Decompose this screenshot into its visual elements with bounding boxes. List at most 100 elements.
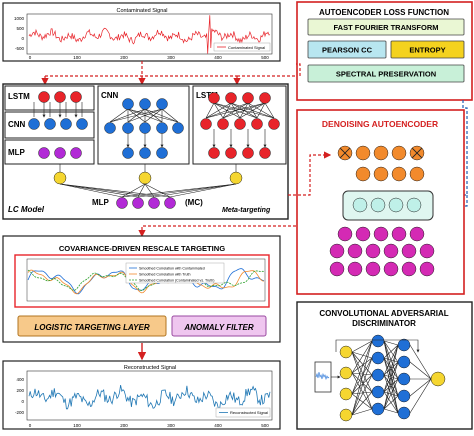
contaminated-signal-line <box>28 15 271 54</box>
x-tick: 200 <box>120 55 128 60</box>
decoder-node <box>419 243 435 259</box>
denoising-autoencoder-title: DENOISING AUTOENCODER <box>322 119 438 129</box>
legend-label: Contaminated Signal <box>228 45 265 50</box>
cnn-node <box>156 122 168 134</box>
mlp-node <box>164 197 176 209</box>
lstm-left-label: LSTM <box>8 92 30 101</box>
cnn-node <box>139 98 151 110</box>
connector <box>144 108 179 123</box>
fft-label: FAST FOURIER TRANSFORM <box>334 23 439 32</box>
connector <box>351 391 373 416</box>
pearson-label: PEARSON CC <box>322 46 373 55</box>
yellow-aggregator-node <box>138 171 152 185</box>
mlp-node <box>116 197 128 209</box>
connector <box>127 108 146 123</box>
discriminator-title-line2: DISCRIMINATOR <box>352 319 416 328</box>
decoder-node <box>409 226 425 242</box>
lstm-node <box>38 91 50 103</box>
cnn-node <box>156 98 168 110</box>
connector <box>351 340 373 416</box>
disc-hidden-node <box>397 389 411 403</box>
connector <box>351 408 373 416</box>
y-tick: 200 <box>16 388 24 393</box>
signal-legend <box>215 407 271 418</box>
decoder-node <box>391 226 407 242</box>
x-tick: 300 <box>167 423 175 428</box>
cnn-node <box>122 147 134 159</box>
lstm-node <box>225 147 237 159</box>
correlation-truth-line <box>27 269 265 295</box>
signal-legend <box>213 42 271 52</box>
reconstructed-signal-panel: Reconstructed Signal 400 200 0 -200 0 10… <box>2 360 281 430</box>
connector <box>383 340 399 414</box>
correlation-contaminated-line <box>27 265 265 295</box>
connector <box>247 102 275 119</box>
mc-label: (MC) <box>185 198 203 207</box>
connector <box>351 374 373 416</box>
connector <box>351 393 373 410</box>
correlation-legend <box>125 262 225 284</box>
distribution-arrows <box>41 61 301 86</box>
lstm-node <box>200 118 212 130</box>
loss-function-panel: AUTOENCODER LOSS FUNCTION FAST FOURIER T… <box>296 1 473 101</box>
cnn-left-label: CNN <box>8 120 26 129</box>
lstm-node <box>242 147 254 159</box>
connector <box>144 183 171 198</box>
x-tick: 0 <box>29 423 32 428</box>
decoder-node <box>329 243 345 259</box>
encoder-node <box>409 166 425 182</box>
legend-label: Smoothed Correlation (Contaminated vs. T… <box>139 279 215 283</box>
pearson-box <box>307 40 387 59</box>
decoder-node <box>383 243 399 259</box>
legend-label: Smoothed Correlation with Contaminated <box>139 267 205 271</box>
connector <box>351 391 373 395</box>
y-tick: 500 <box>16 26 24 31</box>
yellow-aggregator-node <box>53 171 67 185</box>
connector <box>351 357 373 416</box>
mlp-node <box>54 147 66 159</box>
decoder-node <box>373 226 389 242</box>
connector <box>109 108 129 123</box>
disc-hidden-node <box>397 406 411 420</box>
lstm-node <box>54 91 66 103</box>
y-tick: -500 <box>15 46 25 51</box>
dropout-mark <box>411 147 423 159</box>
connector <box>351 340 373 395</box>
mlp-node <box>148 197 160 209</box>
disc-hidden-node <box>371 351 385 365</box>
cnn-node <box>60 118 72 130</box>
connector <box>213 102 258 119</box>
input-signal-wave <box>315 371 330 381</box>
legend-label: Reconstructed Signal <box>230 410 268 415</box>
discriminator-panel: CONVOLUTIONAL ADVERSARIAL DISCRIMINATOR <box>296 301 473 430</box>
connector <box>264 102 275 119</box>
connector <box>383 408 399 414</box>
connector <box>351 351 373 393</box>
connector <box>351 351 373 376</box>
lstm-node <box>234 118 246 130</box>
latent-node <box>370 197 386 213</box>
disc-hidden-node <box>397 372 411 386</box>
lstm-node <box>251 118 263 130</box>
connector <box>230 102 275 119</box>
connector <box>59 183 155 198</box>
mlp-left-label: MLP <box>8 148 26 157</box>
connector <box>383 374 399 414</box>
x-tick: 200 <box>120 423 128 428</box>
disc-hidden-node <box>397 338 411 352</box>
denoising-autoencoder-panel: DENOISING AUTOENCODER <box>296 109 465 295</box>
connector <box>409 361 432 380</box>
x-tick: 0 <box>29 55 32 60</box>
connector <box>383 340 399 380</box>
discriminator-title-line1: CONVOLUTIONAL ADVERSARIAL <box>319 309 448 318</box>
cnn-node <box>156 147 168 159</box>
connector <box>127 108 163 123</box>
lc-to-autoencoder-link <box>288 63 332 196</box>
connector <box>59 183 123 198</box>
decoder-node <box>347 243 363 259</box>
y-tick: -200 <box>15 410 25 415</box>
cnn-node <box>122 122 134 134</box>
decoder-node <box>329 261 345 277</box>
cnn-node <box>139 147 151 159</box>
